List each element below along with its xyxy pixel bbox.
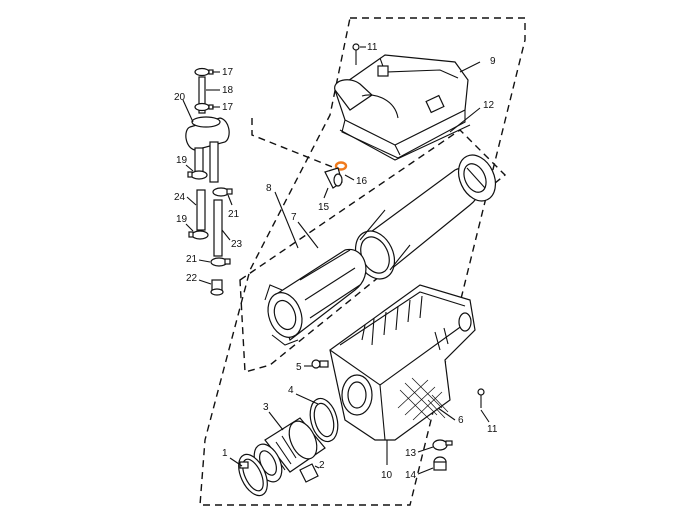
hose-clamp-upper: [187, 170, 208, 180]
callout-19-upper: 19: [176, 155, 188, 166]
callout-11-top: 11: [367, 42, 378, 53]
cover-screw: [352, 43, 360, 65]
breather-tank: [185, 116, 230, 183]
callout-24: 24: [174, 192, 186, 203]
callout-5: 5: [296, 362, 302, 373]
hose-clamp-21-lower: [210, 257, 231, 267]
drain-plug: [433, 456, 447, 471]
callout-12: 12: [483, 100, 495, 111]
cover-seal: [339, 124, 471, 161]
duct-clip: [299, 463, 319, 483]
filter-element-front: [264, 248, 367, 346]
hose-clamp: [238, 453, 268, 497]
breather-group-outline: [251, 118, 341, 171]
air-box-housing: [329, 284, 476, 441]
o-ring-highlight: [334, 161, 348, 171]
callout-16: 16: [356, 176, 368, 187]
drain-clamp: [432, 439, 453, 451]
callout-3: 3: [263, 402, 269, 413]
callout-17-upper: 17: [222, 67, 234, 78]
callout-7: 7: [291, 212, 297, 223]
breather-small-hose: [198, 76, 206, 114]
callout-1: 1: [222, 448, 228, 459]
callout-11-bottom: 11: [487, 424, 498, 435]
callout-4: 4: [288, 385, 294, 396]
housing-hatch: [397, 377, 449, 421]
assembly-outline: [199, 17, 526, 506]
breather-hose-24: [196, 189, 206, 231]
callout-15: 15: [318, 202, 330, 213]
breather-hose-23: [213, 199, 223, 257]
breather-fitting: [324, 167, 343, 189]
callout-2: 2: [319, 460, 325, 471]
callout-13: 13: [405, 448, 417, 459]
air-box-cover: [334, 54, 469, 159]
filter-element-rear: [354, 167, 481, 280]
callout-10: 10: [381, 470, 393, 481]
drain-cap: [210, 279, 224, 296]
mount-bolt: [311, 359, 329, 369]
callout-17-lower: 17: [222, 102, 234, 113]
callout-6: 6: [458, 415, 464, 426]
callout-14: 14: [405, 470, 417, 481]
callout-18: 18: [222, 85, 234, 96]
hose-clamp-lower: [188, 230, 209, 240]
callout-21-lower: 21: [186, 254, 198, 265]
callout-9: 9: [490, 56, 496, 67]
hose-clamp-21-upper: [212, 187, 233, 197]
callout-20: 20: [174, 92, 186, 103]
housing-screw: [477, 388, 485, 408]
callout-22: 22: [186, 273, 198, 284]
callout-21-upper: 21: [228, 209, 240, 220]
callout-19-lower: 19: [176, 214, 188, 225]
callout-23: 23: [231, 239, 243, 250]
small-clamp-lower: [194, 102, 214, 112]
small-clamp-upper: [194, 67, 214, 77]
callout-8: 8: [266, 183, 272, 194]
intake-clamp-ring: [309, 397, 339, 443]
filter-end-cap: [457, 154, 497, 202]
